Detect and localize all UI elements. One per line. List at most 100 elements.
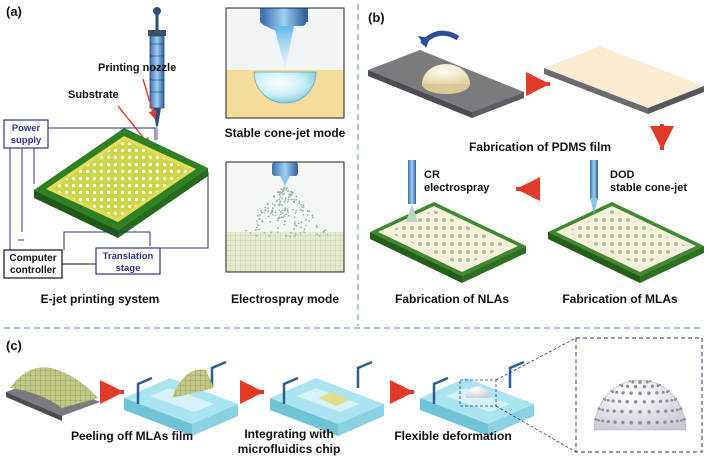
cr-label-1: CR — [424, 169, 440, 181]
microlens-dot — [617, 399, 622, 404]
spray-droplet — [290, 198, 293, 201]
spray-droplet — [281, 197, 283, 200]
spray-droplet — [278, 203, 280, 206]
spray-droplet — [285, 188, 287, 191]
spray-droplet — [277, 217, 279, 220]
spray-droplet — [284, 187, 286, 189]
microfluidic-chip-3 — [420, 337, 577, 453]
microlens-dot — [675, 408, 679, 412]
stable-cone-jet-inset — [225, 7, 345, 119]
spray-droplet — [249, 232, 252, 234]
spray-droplet — [267, 207, 269, 210]
spray-droplet — [292, 200, 295, 203]
microlens-dot — [661, 390, 665, 394]
spray-droplet — [302, 214, 305, 216]
spray-droplet — [278, 193, 281, 196]
spray-droplet — [280, 216, 283, 219]
spray-droplet — [300, 226, 302, 229]
microlens-dot — [620, 384, 624, 388]
nla-plate — [370, 160, 526, 283]
spray-droplet — [259, 218, 261, 220]
spray-droplet — [295, 209, 298, 212]
spray-droplet — [299, 232, 302, 235]
spray-droplet — [288, 193, 290, 196]
spray-droplet — [289, 191, 292, 193]
spray-droplet — [276, 199, 279, 202]
spray-droplet — [277, 227, 279, 230]
microlens-dot — [656, 384, 660, 388]
dod-label-2: stable cone-jet — [610, 182, 687, 194]
spray-droplet — [281, 209, 283, 212]
spray-droplet — [264, 206, 267, 209]
spray-droplet — [278, 191, 281, 194]
microlens-dot — [621, 420, 625, 425]
spray-droplet — [283, 201, 286, 203]
spray-droplet — [279, 211, 282, 213]
spray-droplet — [287, 190, 290, 192]
microlens-dot — [628, 380, 631, 383]
microlens-dot — [629, 391, 633, 396]
microlens-dot — [670, 409, 674, 413]
spray-droplet — [298, 222, 300, 225]
microlens-dot — [606, 409, 610, 413]
computer-controller-box — [3, 249, 63, 279]
microlens-dot — [594, 418, 598, 421]
microlens-dot — [658, 383, 662, 387]
spray-droplet — [282, 193, 284, 196]
spray-droplet — [316, 226, 318, 229]
spray-droplet — [293, 198, 296, 201]
microlens-dot — [655, 391, 659, 395]
spray-droplet — [305, 224, 307, 227]
printing-nozzle-label: Printing nozzle — [98, 62, 176, 74]
spray-droplet — [294, 235, 296, 238]
spray-droplet — [284, 207, 287, 210]
substrate-label: Substrate — [68, 89, 119, 101]
microlens-dot — [655, 420, 659, 425]
microlens-dot — [646, 420, 651, 425]
spray-droplet — [264, 209, 267, 212]
nla-caption: Fabrication of NLAs — [395, 292, 509, 306]
spray-droplet — [260, 210, 262, 212]
mla-plate — [548, 160, 704, 283]
spray-droplet — [303, 228, 306, 231]
spray-droplet — [285, 213, 288, 216]
spray-droplet — [273, 204, 276, 207]
microlens-dot — [651, 399, 655, 404]
spray-droplet — [293, 227, 295, 230]
spray-droplet — [280, 188, 283, 191]
spray-droplet — [255, 234, 258, 237]
spray-droplet — [294, 233, 297, 235]
microfluidic-chip-2 — [270, 360, 384, 436]
spray-droplet — [286, 209, 289, 212]
spray-droplet — [298, 200, 301, 203]
spray-droplet — [311, 216, 314, 219]
spray-droplet — [303, 231, 305, 234]
electrospray-caption: Electrospray mode — [231, 292, 339, 306]
spray-droplet — [286, 187, 289, 190]
microlens-dot — [625, 384, 630, 388]
spray-droplet — [291, 193, 294, 195]
microlens-dot — [621, 391, 625, 395]
microlens-dot — [618, 383, 622, 387]
spray-droplet — [279, 200, 282, 203]
microlens-dot — [638, 391, 642, 396]
microlens-dot — [680, 419, 683, 422]
spray-droplet — [322, 231, 325, 234]
spray-droplet — [308, 210, 310, 213]
spray-droplet — [271, 203, 274, 205]
spray-droplet — [326, 234, 329, 236]
microlens-dot — [656, 409, 660, 414]
microlens-dot — [631, 380, 635, 384]
spray-droplet — [300, 204, 303, 206]
spray-droplet — [274, 211, 277, 214]
microlens-dot — [603, 398, 607, 401]
spray-droplet — [261, 220, 264, 223]
spray-droplet — [291, 191, 294, 194]
translation-stage-box — [95, 247, 161, 275]
deformation-caption: Flexible deformation — [394, 429, 511, 443]
spray-droplet — [294, 224, 297, 227]
spray-droplet — [266, 203, 269, 206]
microlens-dot — [606, 420, 610, 424]
spray-droplet — [256, 220, 258, 222]
microlens-dot — [601, 419, 605, 423]
